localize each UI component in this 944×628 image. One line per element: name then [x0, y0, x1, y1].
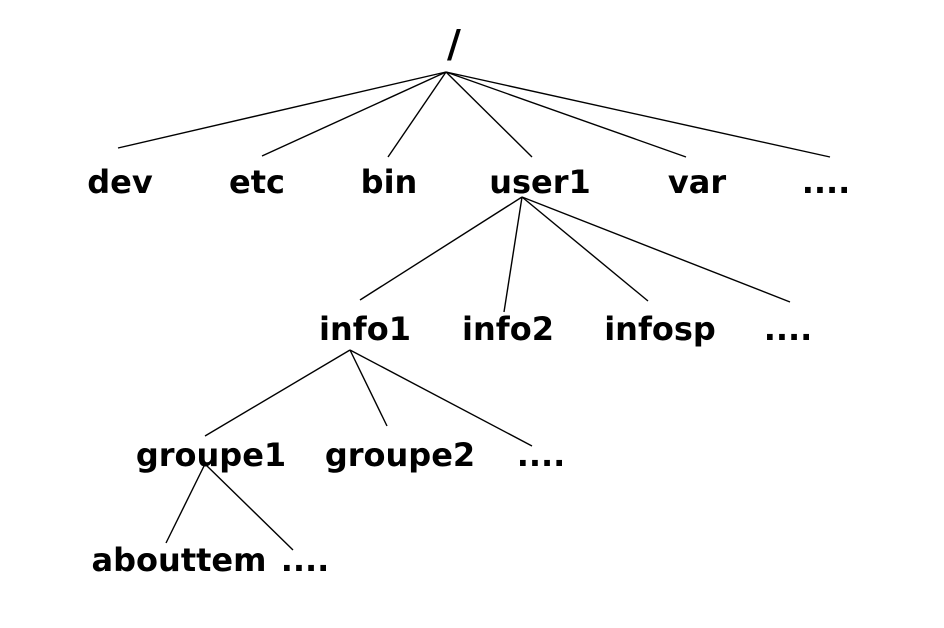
root-edges — [117, 71, 831, 158]
node-root: / — [447, 22, 461, 66]
edge-info1-more — [349, 349, 533, 447]
node-info1: info1 — [319, 310, 411, 348]
node-user1-more: .... — [764, 310, 813, 348]
node-groupe1-more: .... — [281, 541, 330, 579]
edge-root-more — [445, 71, 831, 158]
edge-info1-groupe2 — [349, 349, 388, 427]
node-var: var — [668, 163, 726, 201]
user1-edges — [359, 196, 791, 313]
edge-root-dev — [117, 71, 447, 149]
edge-info1-groupe1 — [204, 349, 351, 437]
edge-user1-info1 — [359, 196, 523, 301]
node-info2: info2 — [462, 310, 554, 348]
edge-groupe1-abouttem — [165, 463, 206, 544]
node-user1: user1 — [489, 163, 591, 201]
edge-user1-infosp — [521, 196, 649, 302]
edge-root-etc — [261, 71, 447, 157]
node-groupe1: groupe1 — [136, 436, 286, 474]
node-level1-more: .... — [802, 163, 851, 201]
node-infosp: infosp — [604, 310, 716, 348]
info1-edges — [204, 349, 533, 447]
edge-root-user1 — [445, 71, 533, 158]
edge-root-var — [445, 71, 687, 158]
edge-user1-more — [521, 196, 791, 303]
node-info1-more: .... — [517, 436, 566, 474]
node-abouttem: abouttem — [92, 541, 267, 579]
edge-user1-info2 — [503, 196, 523, 313]
node-etc: etc — [229, 163, 285, 201]
groupe1-edges — [165, 463, 294, 551]
node-bin: bin — [361, 163, 418, 201]
node-dev: dev — [87, 163, 153, 201]
edge-root-bin — [387, 71, 447, 158]
edge-groupe1-more — [204, 463, 294, 551]
node-groupe2: groupe2 — [325, 436, 475, 474]
